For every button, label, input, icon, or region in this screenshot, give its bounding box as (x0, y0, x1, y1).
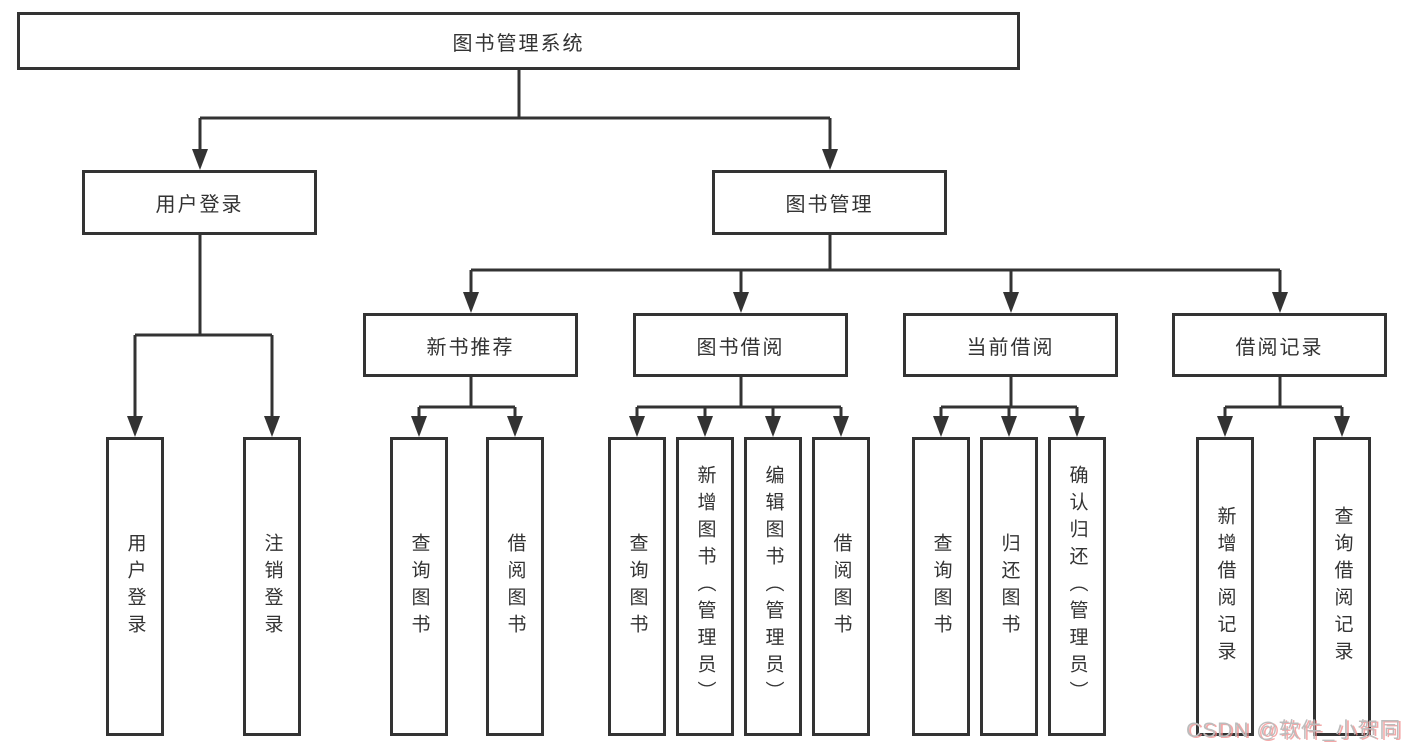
arrow-down-icon (127, 416, 143, 437)
arrowheads (127, 149, 1350, 437)
arrow-down-icon (463, 292, 479, 313)
arrow-down-icon (1003, 292, 1019, 313)
leaf-label: 用户登录 (124, 532, 146, 641)
leaf-borrow-books-recommend: 借阅图书 (486, 437, 544, 736)
leaf-confirm-return-admin: 确认归还（管理员） (1048, 437, 1106, 736)
arrow-down-icon (933, 416, 949, 437)
leaf-label: 新增图书（管理员） (694, 465, 716, 708)
arrow-down-icon (697, 416, 713, 437)
leaf-query-books-borrow: 查询图书 (608, 437, 666, 736)
arrow-down-icon (192, 149, 208, 170)
leaf-label: 借阅图书 (830, 532, 852, 641)
arrow-down-icon (1217, 416, 1233, 437)
csdn-watermark: CSDN @软件_小贺同学 (1186, 719, 1402, 742)
leaf-return-books: 归还图书 (980, 437, 1038, 736)
node-new-book-recommend: 新书推荐 (363, 313, 578, 377)
node-user-login: 用户登录 (82, 170, 317, 235)
node-library-management-system: 图书管理系统 (17, 12, 1020, 70)
arrow-down-icon (822, 149, 838, 170)
arrow-down-icon (1334, 416, 1350, 437)
node-borrowing-records: 借阅记录 (1172, 313, 1387, 377)
leaf-user-login: 用户登录 (106, 437, 164, 736)
leaf-label: 确认归还（管理员） (1066, 465, 1088, 708)
arrow-down-icon (629, 416, 645, 437)
leaf-add-books-admin: 新增图书（管理员） (676, 437, 734, 736)
arrow-down-icon (1272, 292, 1288, 313)
leaf-borrow-books: 借阅图书 (812, 437, 870, 736)
leaf-label: 查询图书 (930, 532, 952, 641)
arrow-down-icon (507, 416, 523, 437)
leaf-label: 编辑图书（管理员） (762, 465, 784, 708)
leaf-label: 注销登录 (261, 532, 283, 641)
leaf-label: 查询图书 (626, 532, 648, 641)
arrow-down-icon (833, 416, 849, 437)
arrow-down-icon (733, 292, 749, 313)
leaf-label: 查询图书 (408, 532, 430, 641)
arrow-down-icon (1069, 416, 1085, 437)
leaf-edit-books-admin: 编辑图书（管理员） (744, 437, 802, 736)
leaf-query-borrow-record: 查询借阅记录 (1313, 437, 1371, 736)
arrow-down-icon (264, 416, 280, 437)
arrow-down-icon (411, 416, 427, 437)
arrow-down-icon (765, 416, 781, 437)
leaf-label: 查询借阅记录 (1331, 505, 1353, 668)
leaf-label: 借阅图书 (504, 532, 526, 641)
leaf-logout: 注销登录 (243, 437, 301, 736)
arrow-down-icon (1001, 416, 1017, 437)
leaf-query-books-current: 查询图书 (912, 437, 970, 736)
leaf-add-borrow-record: 新增借阅记录 (1196, 437, 1254, 736)
node-book-borrowing: 图书借阅 (633, 313, 848, 377)
leaf-query-books-recommend: 查询图书 (390, 437, 448, 736)
node-book-management: 图书管理 (712, 170, 947, 235)
connector-paths (133, 70, 1344, 420)
leaf-label: 归还图书 (998, 532, 1020, 641)
leaf-label: 新增借阅记录 (1214, 505, 1236, 668)
node-current-borrowing: 当前借阅 (903, 313, 1118, 377)
